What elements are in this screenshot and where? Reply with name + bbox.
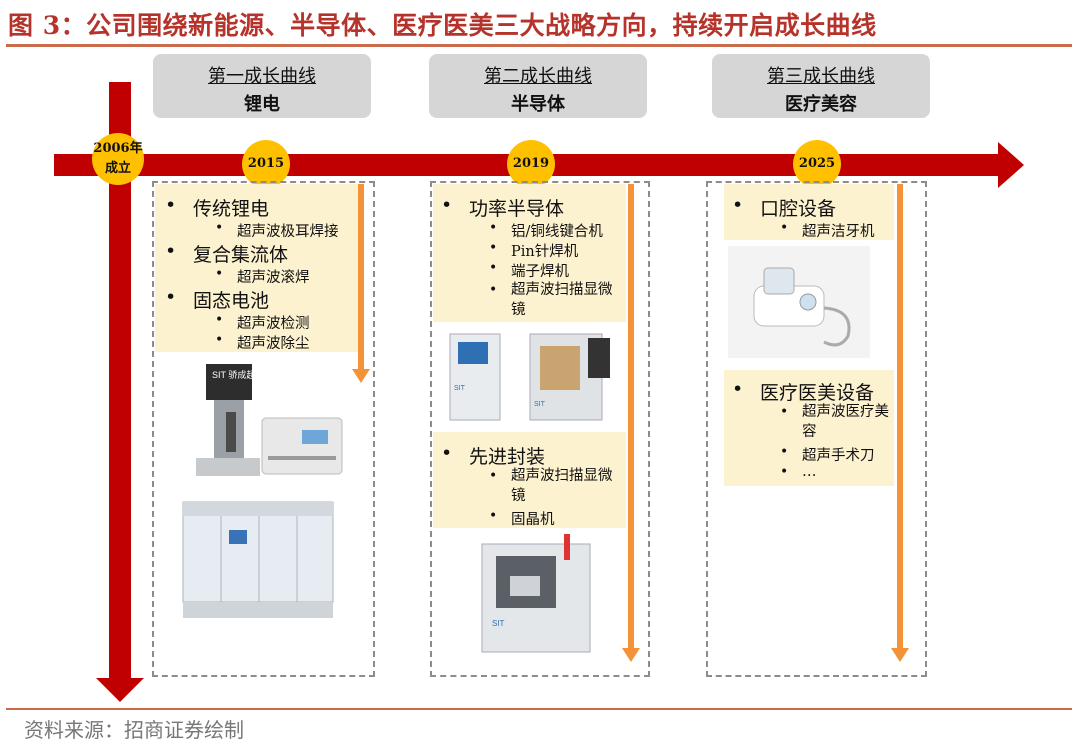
group-label: 口腔设备 (760, 194, 836, 221)
machine-logo-text: SIT 骄成超声 (212, 369, 264, 380)
vertical-timeline-head (96, 678, 144, 702)
phase-box-1: 第一成长曲线 锂电 (153, 54, 371, 118)
machine-logo-text: SIT (454, 385, 466, 392)
group-label: 先进封装 (469, 442, 545, 469)
item-label: 超声波极耳焊接 (237, 220, 339, 241)
machine-logo-text: SIT (492, 619, 505, 628)
founding-year: 2006年 (92, 139, 144, 159)
phase-2-subtitle: 半导体 (429, 90, 647, 116)
group-label: 复合集流体 (193, 240, 288, 267)
item-label: 超声波医疗美容 (802, 402, 892, 442)
panel-1-down-arrow-shaft (358, 184, 364, 370)
founding-label: 成立 (92, 159, 144, 179)
item-label: … (802, 464, 817, 480)
horizontal-timeline-head (998, 142, 1024, 188)
group-label: 传统锂电 (193, 194, 269, 221)
item-label: 固晶机 (511, 508, 555, 529)
phase-3-title: 第三成长曲线 (712, 62, 930, 88)
battery-production-line-image (175, 492, 355, 632)
item-label: 超声波扫描显微镜 (511, 466, 615, 506)
phase-box-3: 第三成长曲线 医疗美容 (712, 54, 930, 118)
item-label: 超声手术刀 (802, 444, 875, 465)
item-label: 端子焊机 (511, 260, 569, 281)
bonding-machines-image: SIT SIT (440, 328, 620, 428)
lithium-welder-machine-image: SIT 骄成超声 (176, 360, 356, 490)
panel-2-text-block-2: 先进封装 超声波扫描显微镜 固晶机 (433, 432, 626, 528)
panel-3-down-arrow-head (891, 648, 909, 662)
phase-box-2: 第二成长曲线 半导体 (429, 54, 647, 118)
item-label: 超声波检测 (237, 312, 310, 333)
phase-1-subtitle: 锂电 (153, 90, 371, 116)
phase-1-title: 第一成长曲线 (153, 62, 371, 88)
item-label: 超声洁牙机 (802, 220, 875, 241)
phase-3-subtitle: 医疗美容 (712, 90, 930, 116)
panel-2-text-block-1: 功率半导体 铝/铜线键合机 Pin针焊机 端子焊机 超声波扫描显微镜 (433, 184, 626, 322)
ultrasonic-scaler-image (728, 246, 870, 358)
panel-2-down-arrow-shaft (628, 184, 634, 650)
item-label: 铝/铜线键合机 (511, 220, 603, 241)
item-label: 超声波扫描显微镜 (511, 280, 615, 320)
phase-2-title: 第二成长曲线 (429, 62, 647, 88)
item-label: Pin针焊机 (511, 240, 578, 261)
panel-1-text-block: 传统锂电 超声波极耳焊接 复合集流体 超声波滚焊 固态电池 超声波检测 超声波除… (155, 184, 362, 352)
die-bonder-machine-image: SIT (476, 530, 600, 662)
year-marker-2006: 2006年 成立 (92, 133, 144, 185)
panel-3-text-block-1: 口腔设备 超声洁牙机 (724, 184, 894, 240)
panel-2-down-arrow-head (622, 648, 640, 662)
group-label: 医疗医美设备 (760, 378, 874, 405)
group-label: 固态电池 (193, 286, 269, 313)
panel-3-down-arrow-shaft (897, 184, 903, 650)
item-label: 超声波滚焊 (237, 266, 310, 287)
group-label: 功率半导体 (469, 194, 564, 221)
item-label: 超声波除尘 (237, 332, 310, 353)
panel-3-text-block-2: 医疗医美设备 超声波医疗美容 超声手术刀 … (724, 370, 894, 486)
machine-logo-text: SIT (534, 401, 546, 408)
